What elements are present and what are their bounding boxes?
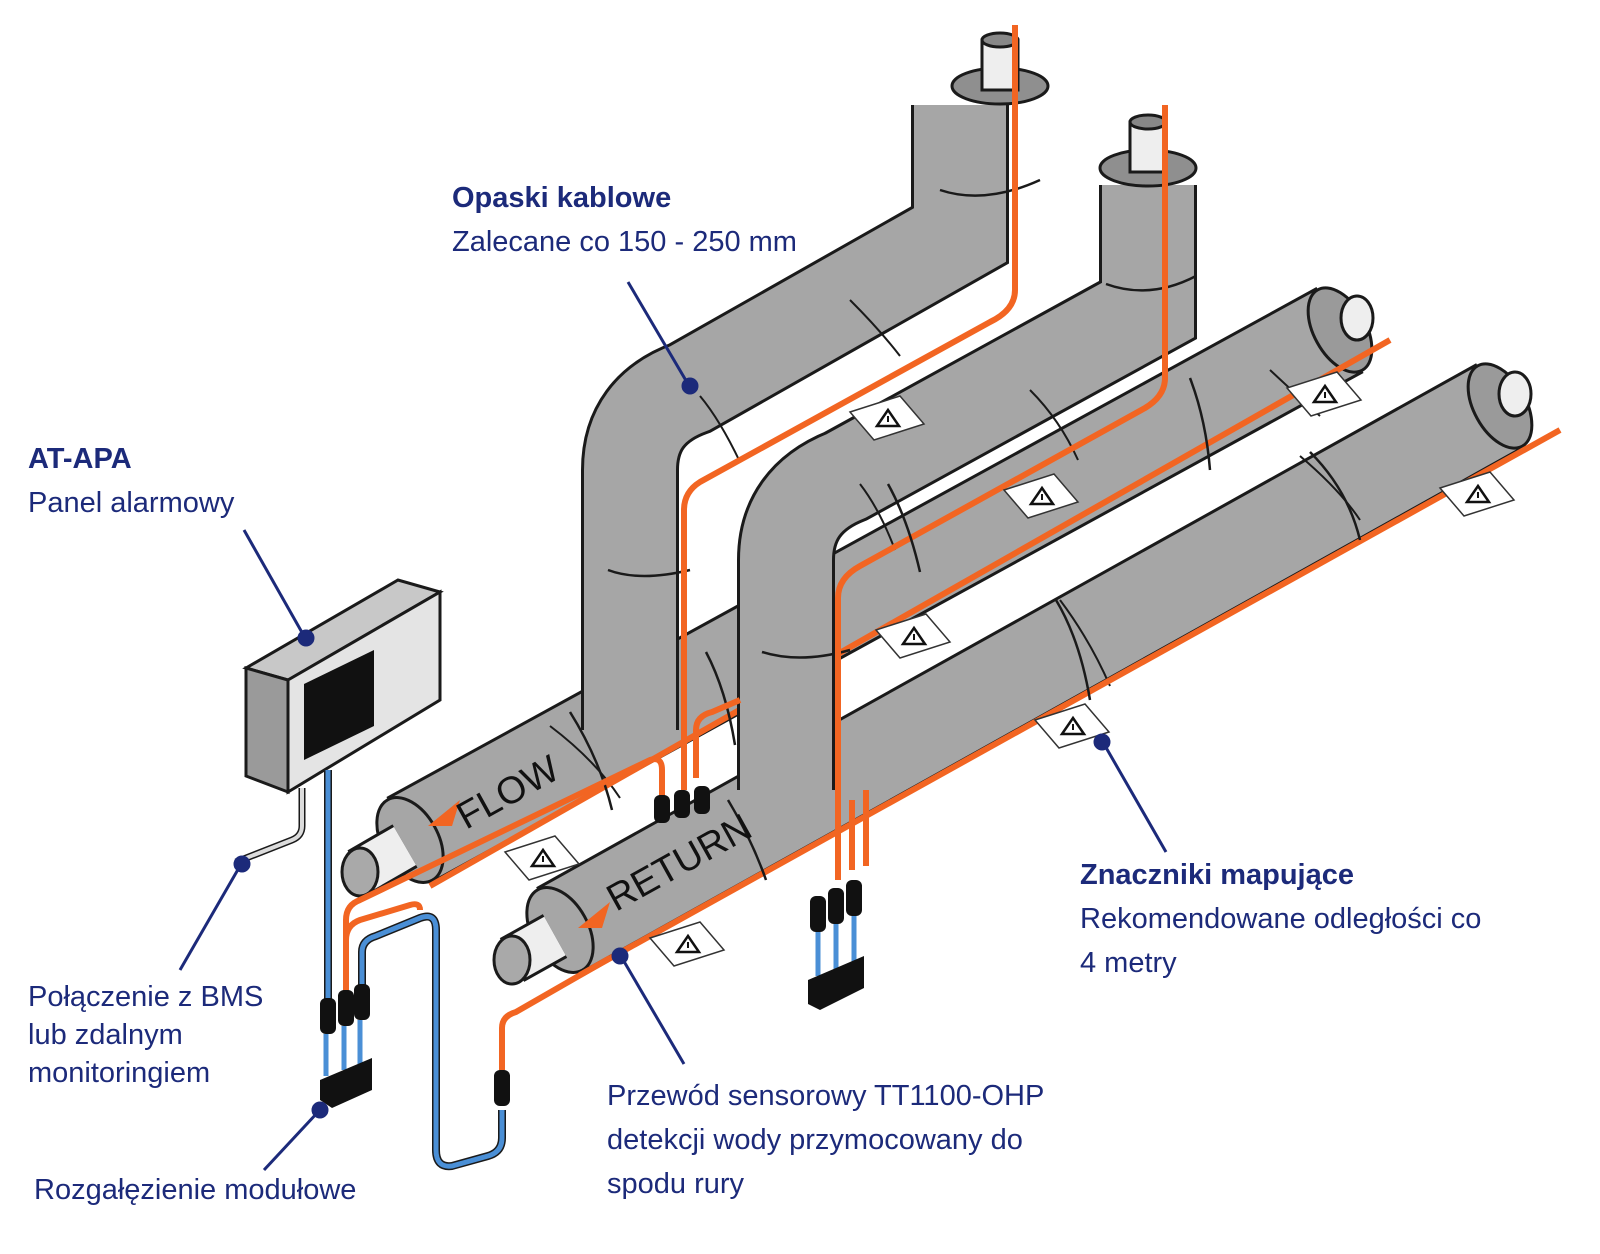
label-cable-ties: Opaski kablowe Zalecane co 150 - 250 mm [452, 176, 797, 264]
label-mapping-markers-title: Znaczniki mapujące [1080, 859, 1354, 891]
leader-lines [178, 281, 1168, 1172]
junction-connectors [654, 697, 742, 823]
label-bms: Połączenie z BMS lub zdalnym monitoringi… [28, 978, 263, 1092]
riser-right [737, 105, 1198, 880]
label-cable-ties-title: Opaski kablowe [452, 182, 672, 214]
leader-dot-cable-ties [681, 377, 699, 395]
label-sensor-cable-3: spodu rury [607, 1168, 745, 1200]
label-branch: Rozgałęzienie modułowe [34, 1168, 356, 1212]
leader-dot-markers [1093, 733, 1111, 751]
label-bms-2: lub zdalnym [28, 1019, 183, 1051]
label-mapping-markers: Znaczniki mapujące Rekomendowane odległo… [1080, 853, 1481, 985]
label-mapping-markers-desc-1: Rekomendowane odległości co [1080, 903, 1482, 935]
label-sensor-cable-2: detekcji wody przymocowany do [607, 1124, 1023, 1156]
cable-ties [568, 377, 1362, 881]
panel-leads [324, 756, 665, 1171]
label-sensor-cable: Przewód sensorowy TT1100-OHP detekcji wo… [607, 1074, 1044, 1206]
modular-branch-right [808, 790, 869, 1010]
leader-dot-panel [297, 629, 315, 647]
label-sensor-cable-1: Przewód sensorowy TT1100-OHP [607, 1080, 1045, 1112]
label-bms-3: monitoringiem [28, 1057, 211, 1089]
label-bms-1: Połączenie z BMS [28, 981, 264, 1013]
label-alarm-panel-title: AT-APA [28, 443, 132, 475]
label-mapping-markers-desc-2: 4 metry [1080, 947, 1177, 979]
label-cable-ties-desc: Zalecane co 150 - 250 mm [452, 226, 797, 258]
label-branch-text: Rozgałęzienie modułowe [34, 1174, 357, 1206]
leader-dot-branch [311, 1101, 329, 1119]
flow-pipe [340, 286, 1392, 898]
alarm-panel-box [242, 578, 444, 795]
return-pipe [492, 362, 1562, 986]
label-alarm-panel-desc: Panel alarmowy [28, 487, 235, 519]
label-alarm-panel: AT-APA Panel alarmowy [28, 437, 234, 525]
modular-branch-left [320, 984, 510, 1108]
leader-dot-sensor [611, 947, 629, 965]
leader-dot-bms [233, 855, 251, 873]
